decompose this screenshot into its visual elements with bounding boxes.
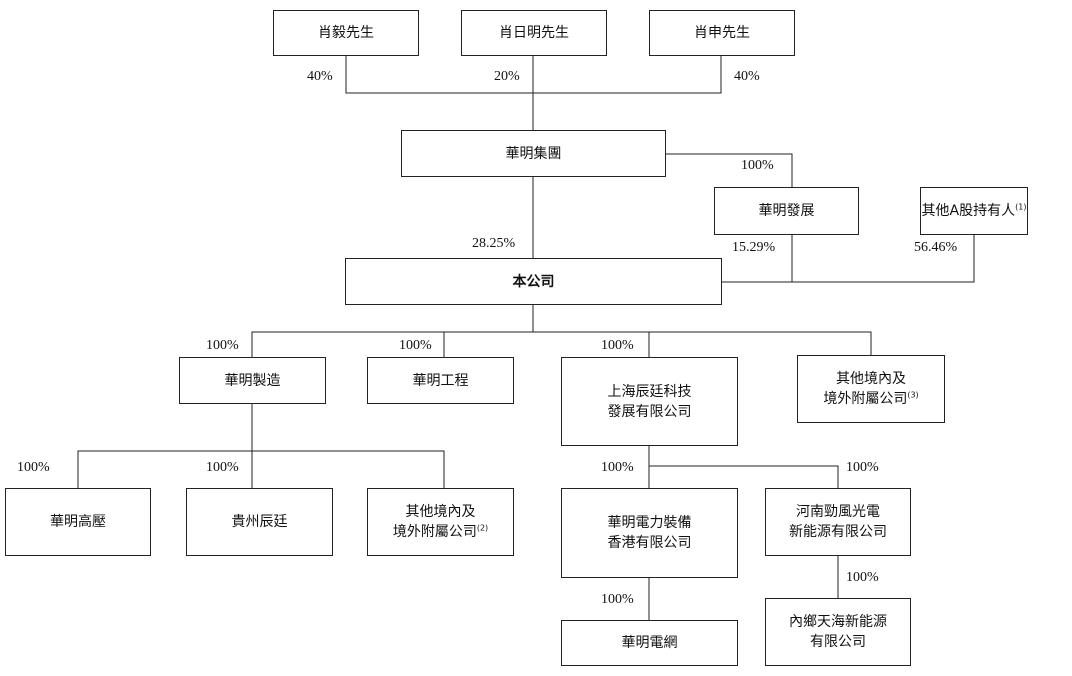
pct-xiao-riming: 20%: [494, 69, 520, 84]
huaming-mfg-node: 華明製造: [179, 357, 326, 404]
node-label-line2: 香港有限公司: [607, 535, 692, 551]
shanghai-tech-node: 上海辰廷科技 發展有限公司: [561, 357, 738, 446]
pct-xiao-yi: 40%: [307, 69, 333, 84]
node-label-line2: 境外附屬公司(2): [392, 523, 489, 540]
shareholder-xiao-riming: 肖日明先生: [461, 10, 607, 56]
pct-group-to-company: 28.25%: [472, 236, 516, 251]
pct-eng: 100%: [399, 338, 432, 353]
node-label-line1: 華明電力裝備: [607, 515, 692, 531]
node-label: 肖申先生: [694, 25, 750, 41]
pct-guizhou: 100%: [206, 460, 239, 475]
pct-other-a-to-company: 56.46%: [914, 240, 958, 255]
huaming-hv-node: 華明高壓: [5, 488, 151, 556]
pct-dev: 100%: [741, 158, 774, 173]
other-a-holders-node: 其他A股持有人(1): [920, 187, 1028, 235]
pct-dev-to-company: 15.29%: [732, 240, 776, 255]
node-label-line1: 河南勁風光電: [796, 504, 880, 520]
shareholder-xiao-yi: 肖毅先生: [273, 10, 419, 56]
footnote-marker: (2): [476, 523, 489, 533]
node-label-line1: 其他境內及: [836, 371, 906, 387]
node-label-line1: 上海辰廷科技: [607, 383, 692, 400]
hk-equipment-node: 華明電力裝備 香港有限公司: [561, 488, 738, 578]
guizhou-chenting-node: 貴州辰廷: [186, 488, 333, 556]
node-label-line2: 有限公司: [810, 634, 866, 650]
node-label-line2: 境外附屬公司(3): [823, 390, 919, 407]
node-label: 其他A股持有人(1): [921, 202, 1027, 219]
other-subsidiaries-2-node: 其他境內及 境外附屬公司(2): [367, 488, 514, 556]
huaming-dev-node: 華明發展: [714, 187, 859, 235]
node-label-line2: 新能源有限公司: [789, 524, 887, 540]
huaming-eng-node: 華明工程: [367, 357, 514, 404]
henan-node: 河南勁風光電 新能源有限公司: [765, 488, 911, 556]
footnote-marker: (1): [1015, 202, 1027, 212]
node-label: 華明集團: [505, 145, 562, 162]
node-label: 華明發展: [758, 203, 815, 219]
footnote-marker: (3): [907, 390, 919, 400]
pct-shanghai: 100%: [601, 338, 634, 353]
other-subsidiaries-3-node: 其他境內及 境外附屬公司(3): [797, 355, 945, 423]
pct-xiao-shen: 40%: [734, 69, 760, 84]
node-label: 華明高壓: [50, 514, 106, 530]
node-label-line2: 發展有限公司: [607, 403, 692, 420]
pct-hv: 100%: [17, 460, 50, 475]
node-label: 貴州辰廷: [231, 514, 288, 530]
pct-mfg: 100%: [206, 338, 239, 353]
shareholder-xiao-shen: 肖申先生: [649, 10, 795, 56]
node-label: 華明製造: [224, 372, 281, 389]
neixiang-node: 內鄉天海新能源 有限公司: [765, 598, 911, 666]
node-label-line1: 其他境內及: [405, 504, 476, 520]
node-label: 肖日明先生: [499, 25, 569, 41]
node-label: 本公司: [512, 273, 555, 290]
company-node: 本公司: [345, 258, 722, 305]
pct-hk-equip: 100%: [601, 460, 634, 475]
pct-grid: 100%: [601, 592, 634, 607]
pct-neixiang: 100%: [846, 570, 879, 585]
pct-henan: 100%: [846, 460, 879, 475]
node-label: 華明電網: [621, 635, 678, 651]
node-label: 華明工程: [412, 372, 469, 389]
huaming-grid-node: 華明電網: [561, 620, 738, 666]
huaming-group-node: 華明集團: [401, 130, 666, 177]
node-label: 肖毅先生: [318, 25, 374, 41]
node-label-line1: 內鄉天海新能源: [789, 614, 887, 630]
